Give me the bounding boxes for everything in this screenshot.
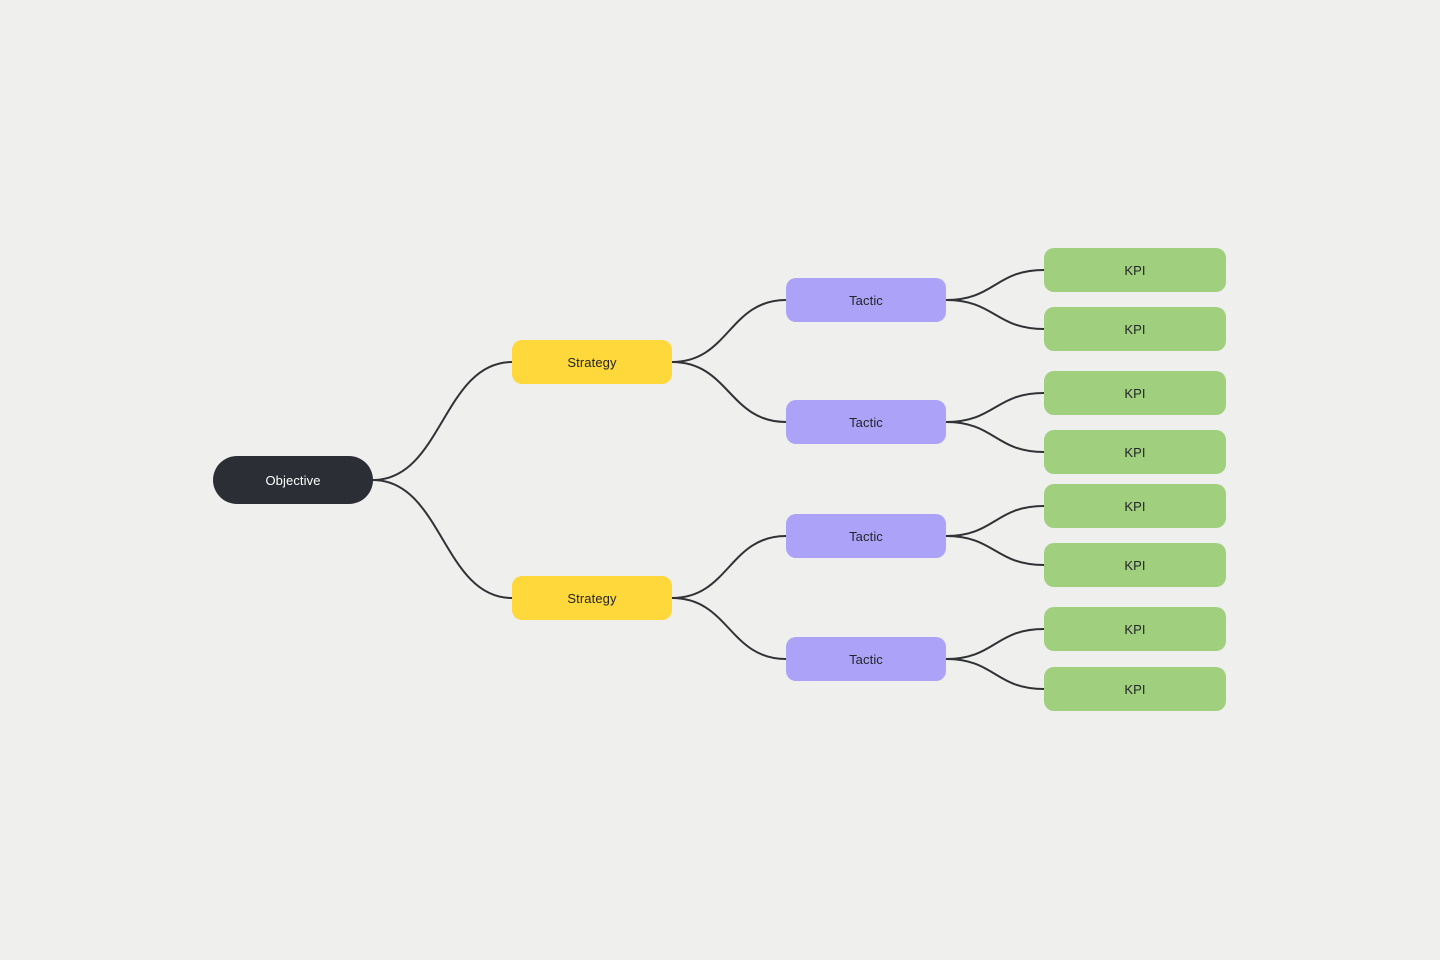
node-strategy-1[interactable]: Strategy <box>512 340 672 384</box>
node-kpi-5-label: KPI <box>1124 498 1146 514</box>
edge-tactic-1-kpi-2 <box>945 299 1045 330</box>
node-tactic-2[interactable]: Tactic <box>786 400 946 444</box>
node-kpi-8-label: KPI <box>1124 681 1146 697</box>
node-kpi-5[interactable]: KPI <box>1044 484 1226 528</box>
node-kpi-6-label: KPI <box>1124 557 1146 573</box>
node-kpi-4-label: KPI <box>1124 444 1146 460</box>
node-strategy-2[interactable]: Strategy <box>512 576 672 620</box>
node-kpi-7[interactable]: KPI <box>1044 607 1226 651</box>
node-kpi-6[interactable]: KPI <box>1044 543 1226 587</box>
node-objective[interactable]: Objective <box>213 456 373 504</box>
node-tactic-3[interactable]: Tactic <box>786 514 946 558</box>
edge-tactic-4-kpi-7 <box>945 628 1045 660</box>
node-tactic-2-label: Tactic <box>849 414 883 430</box>
edge-tactic-2-kpi-4 <box>945 421 1045 453</box>
node-kpi-7-label: KPI <box>1124 621 1146 637</box>
edge-tactic-2-kpi-3 <box>945 392 1045 423</box>
edge-tactic-3-kpi-5 <box>945 505 1045 537</box>
node-tactic-4-label: Tactic <box>849 651 883 667</box>
node-tactic-3-label: Tactic <box>849 528 883 544</box>
node-kpi-1[interactable]: KPI <box>1044 248 1226 292</box>
edge-strategy-2-tactic-3 <box>671 535 787 599</box>
node-tactic-4[interactable]: Tactic <box>786 637 946 681</box>
node-kpi-4[interactable]: KPI <box>1044 430 1226 474</box>
edge-objective-strategy-2 <box>372 479 513 599</box>
node-kpi-3[interactable]: KPI <box>1044 371 1226 415</box>
edge-strategy-1-tactic-2 <box>671 361 787 423</box>
edge-strategy-1-tactic-1 <box>671 299 787 363</box>
node-kpi-2[interactable]: KPI <box>1044 307 1226 351</box>
node-kpi-3-label: KPI <box>1124 385 1146 401</box>
edge-tactic-4-kpi-8 <box>945 658 1045 690</box>
node-kpi-1-label: KPI <box>1124 262 1146 278</box>
edge-tactic-3-kpi-6 <box>945 535 1045 566</box>
edge-objective-strategy-1 <box>372 361 513 481</box>
node-kpi-8[interactable]: KPI <box>1044 667 1226 711</box>
node-strategy-2-label: Strategy <box>567 590 617 606</box>
node-objective-label: Objective <box>265 472 321 488</box>
node-tactic-1-label: Tactic <box>849 292 883 308</box>
node-tactic-1[interactable]: Tactic <box>786 278 946 322</box>
edge-strategy-2-tactic-4 <box>671 597 787 660</box>
node-strategy-1-label: Strategy <box>567 354 617 370</box>
edge-tactic-1-kpi-1 <box>945 269 1045 301</box>
node-kpi-2-label: KPI <box>1124 321 1146 337</box>
